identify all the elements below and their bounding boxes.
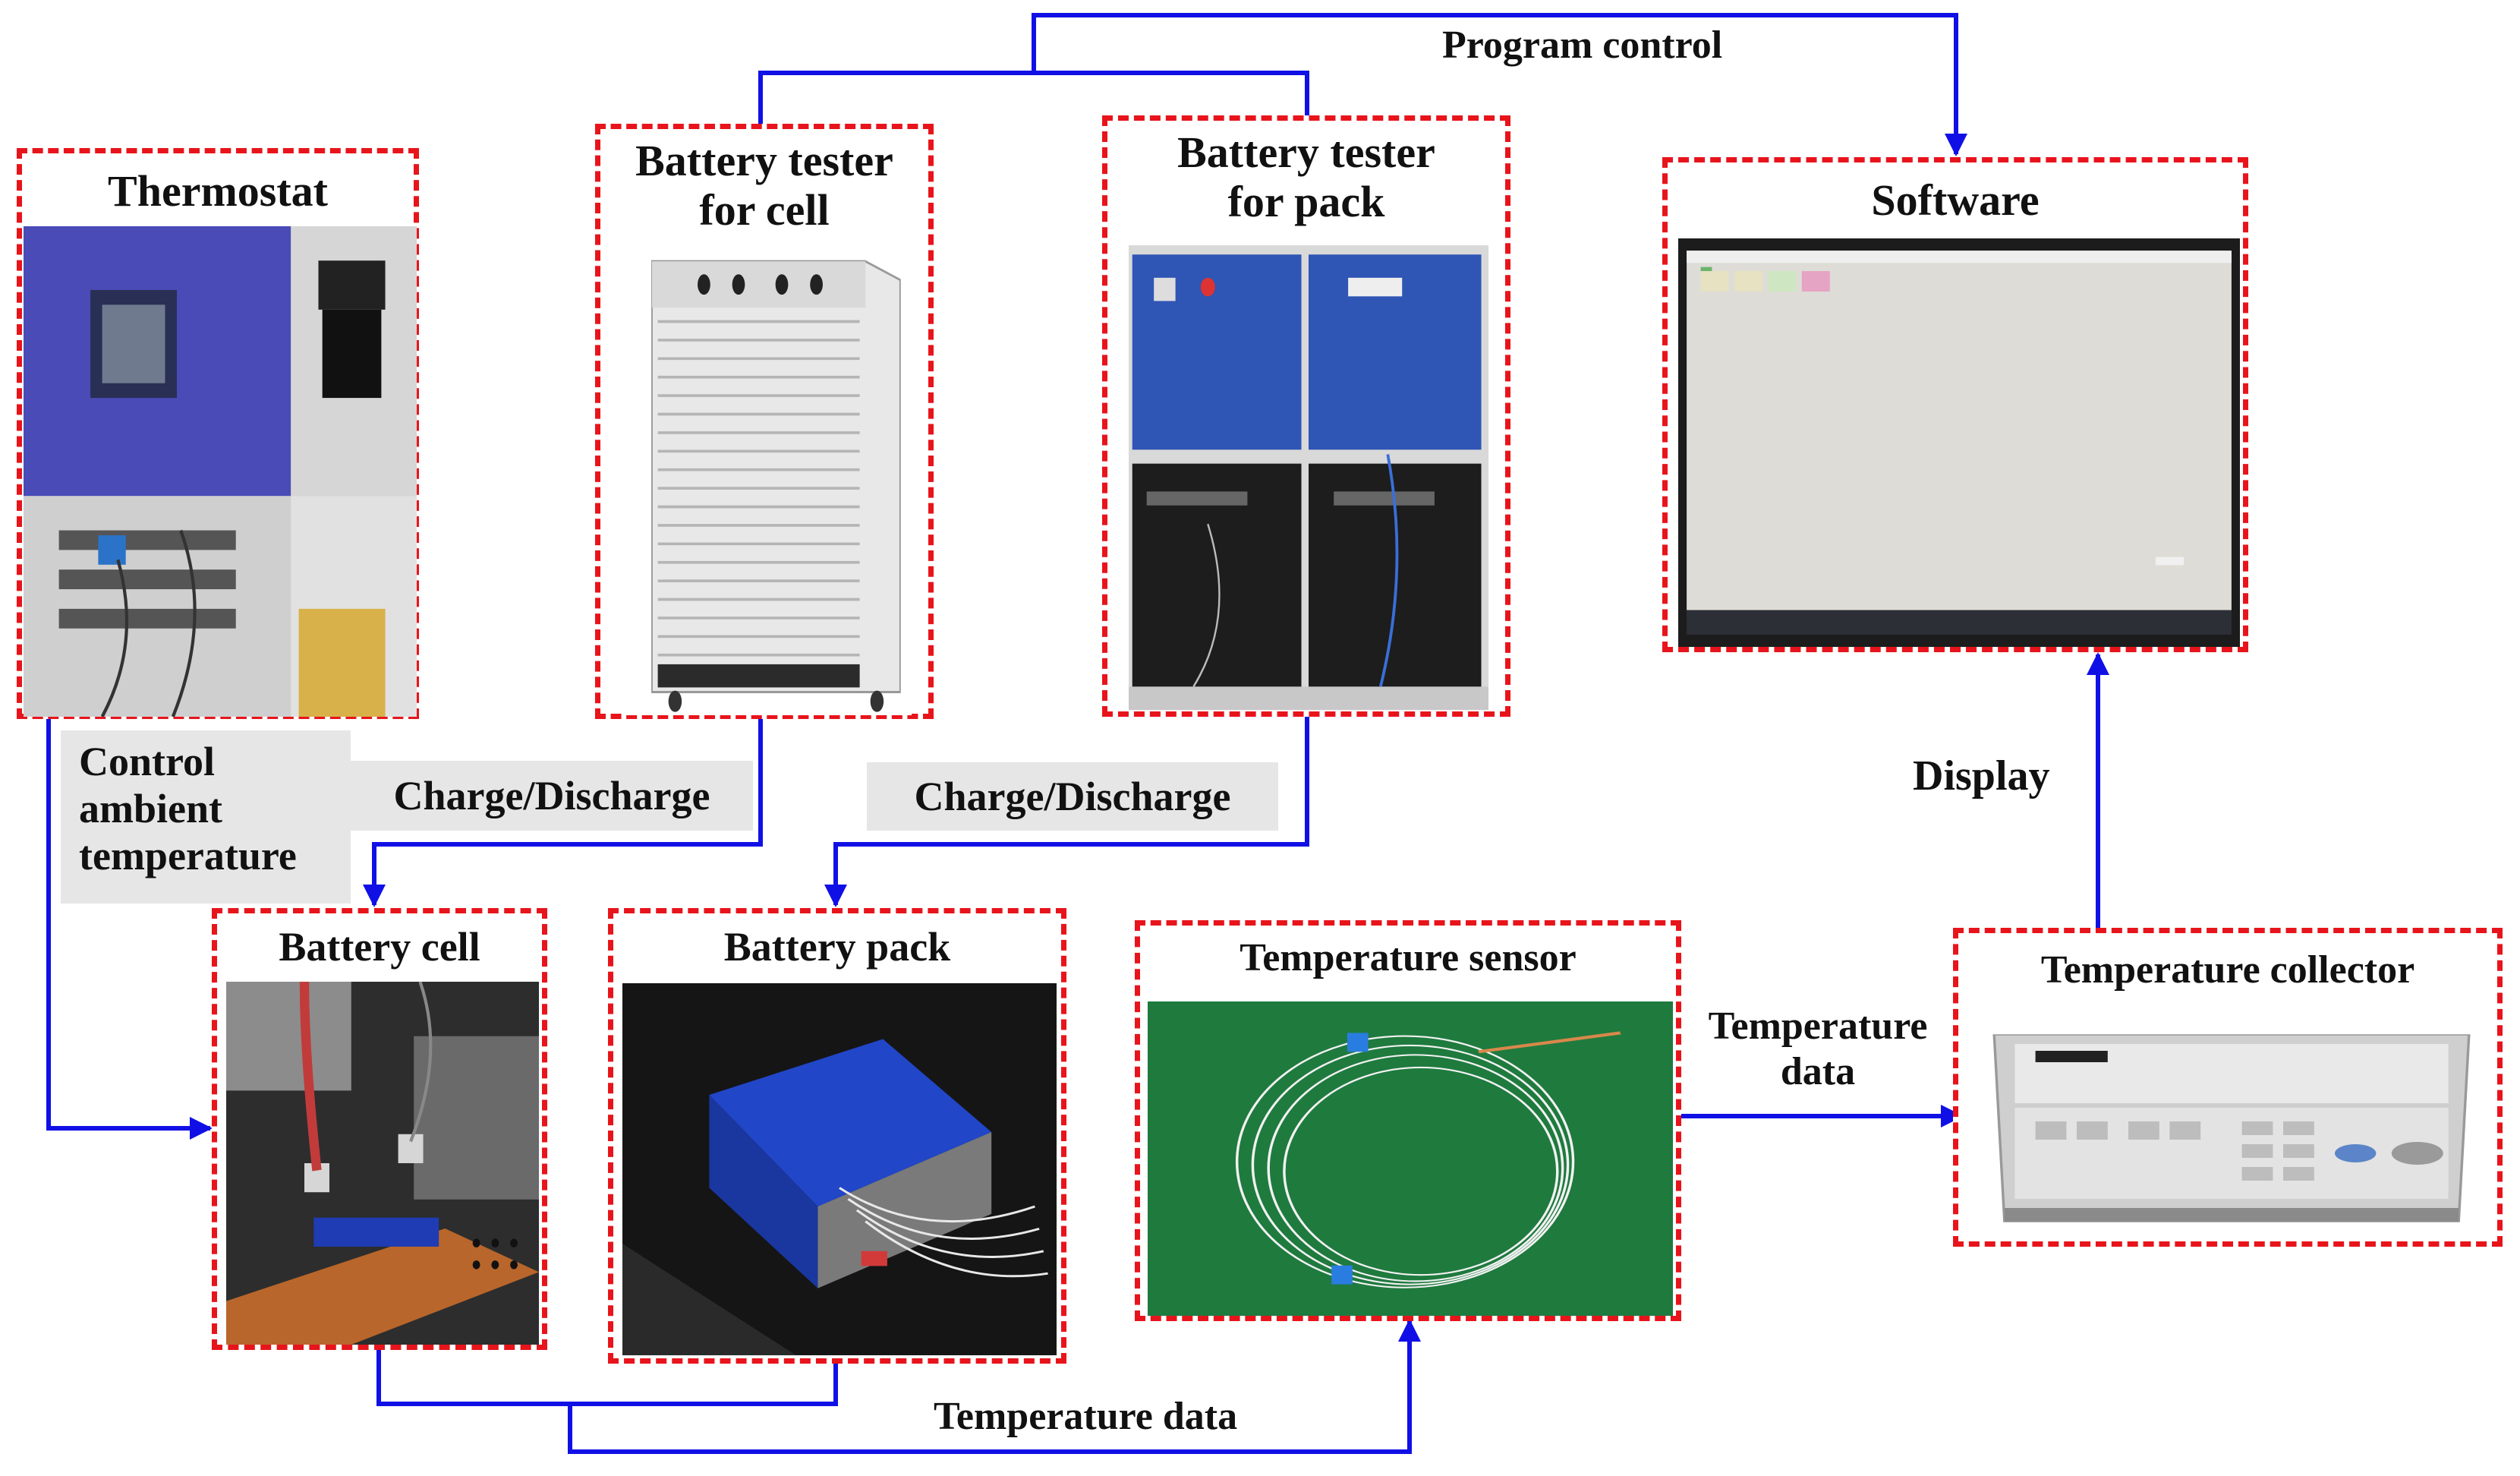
tester-pack-title-line2: for pack: [1227, 176, 1385, 226]
temp-sensor-box: Temperature sensor: [1135, 920, 1681, 1321]
tester-cell-title-line1: Battery tester: [635, 136, 893, 185]
control-ambient-line3: temperature: [79, 833, 297, 879]
control-ambient-line2: ambient: [79, 786, 222, 832]
tester-pack-title-line1: Battery tester: [1177, 128, 1435, 177]
temp-sensor-title: Temperature sensor: [1240, 936, 1577, 979]
program-control-line-pack: [1034, 71, 1309, 115]
charge-cell-arrow: [363, 717, 763, 907]
tester-pack-title: Battery tester for pack: [1107, 128, 1505, 227]
temp-sensor-photo: [1148, 1001, 1673, 1316]
battery-cell-box: Battery cell: [212, 908, 547, 1350]
temp-collector-title: Temperature collector: [2040, 948, 2415, 992]
tester-cell-box: Battery tester for cell: [595, 124, 934, 719]
battery-pack-photo: [622, 983, 1057, 1355]
thermostat-photo: [24, 226, 417, 717]
charge-discharge-cell-label: Charge/Discharge: [351, 761, 753, 831]
program-control-line-cell: [758, 71, 1034, 128]
charge-discharge-pack-label: Charge/Discharge: [867, 762, 1278, 831]
program-control-label: Program control: [1442, 24, 1723, 67]
thermostat-box: Thermostat: [17, 148, 419, 719]
tester-cell-title-line2: for cell: [699, 184, 830, 235]
charge-pack-arrow: [824, 717, 1309, 907]
battery-pack-title: Battery pack: [723, 924, 951, 970]
program-control-arrow: [1032, 13, 1967, 156]
temperature-data-line1: Temperature: [1708, 1004, 1928, 1048]
battery-cell-title: Battery cell: [279, 924, 480, 970]
tester-cell-photo: [623, 252, 912, 715]
battery-pack-box: Battery pack: [608, 908, 1066, 1364]
software-monitor-photo: [1678, 238, 2240, 647]
temp-data-pack-line: [570, 1350, 838, 1406]
temp-data-cell-line: [376, 1350, 570, 1406]
software-title: Software: [1871, 175, 2040, 225]
tester-cell-title: Battery tester for cell: [600, 136, 928, 235]
temp-data-bottom-arrow: [568, 1319, 1421, 1454]
temp-collector-photo: [1973, 1012, 2490, 1240]
temperature-data-right-label: Temperature data: [1685, 1004, 1951, 1095]
temperature-data-line2: data: [1780, 1049, 1856, 1093]
temp-collector-box: Temperature collector: [1953, 928, 2503, 1247]
software-box: Software: [1662, 157, 2248, 652]
tester-pack-box: Battery tester for pack: [1102, 115, 1510, 717]
ambient-control-arrow: [46, 717, 213, 1140]
thermostat-title: Thermostat: [108, 166, 328, 216]
display-label: Display: [1913, 752, 2050, 800]
control-ambient-line1: Control: [79, 739, 216, 784]
tester-pack-photo: [1129, 245, 1488, 710]
control-ambient-label: Control ambient temperature: [61, 730, 351, 904]
temperature-data-bottom-label: Temperature data: [934, 1395, 1238, 1438]
battery-cell-photo: [226, 982, 539, 1345]
